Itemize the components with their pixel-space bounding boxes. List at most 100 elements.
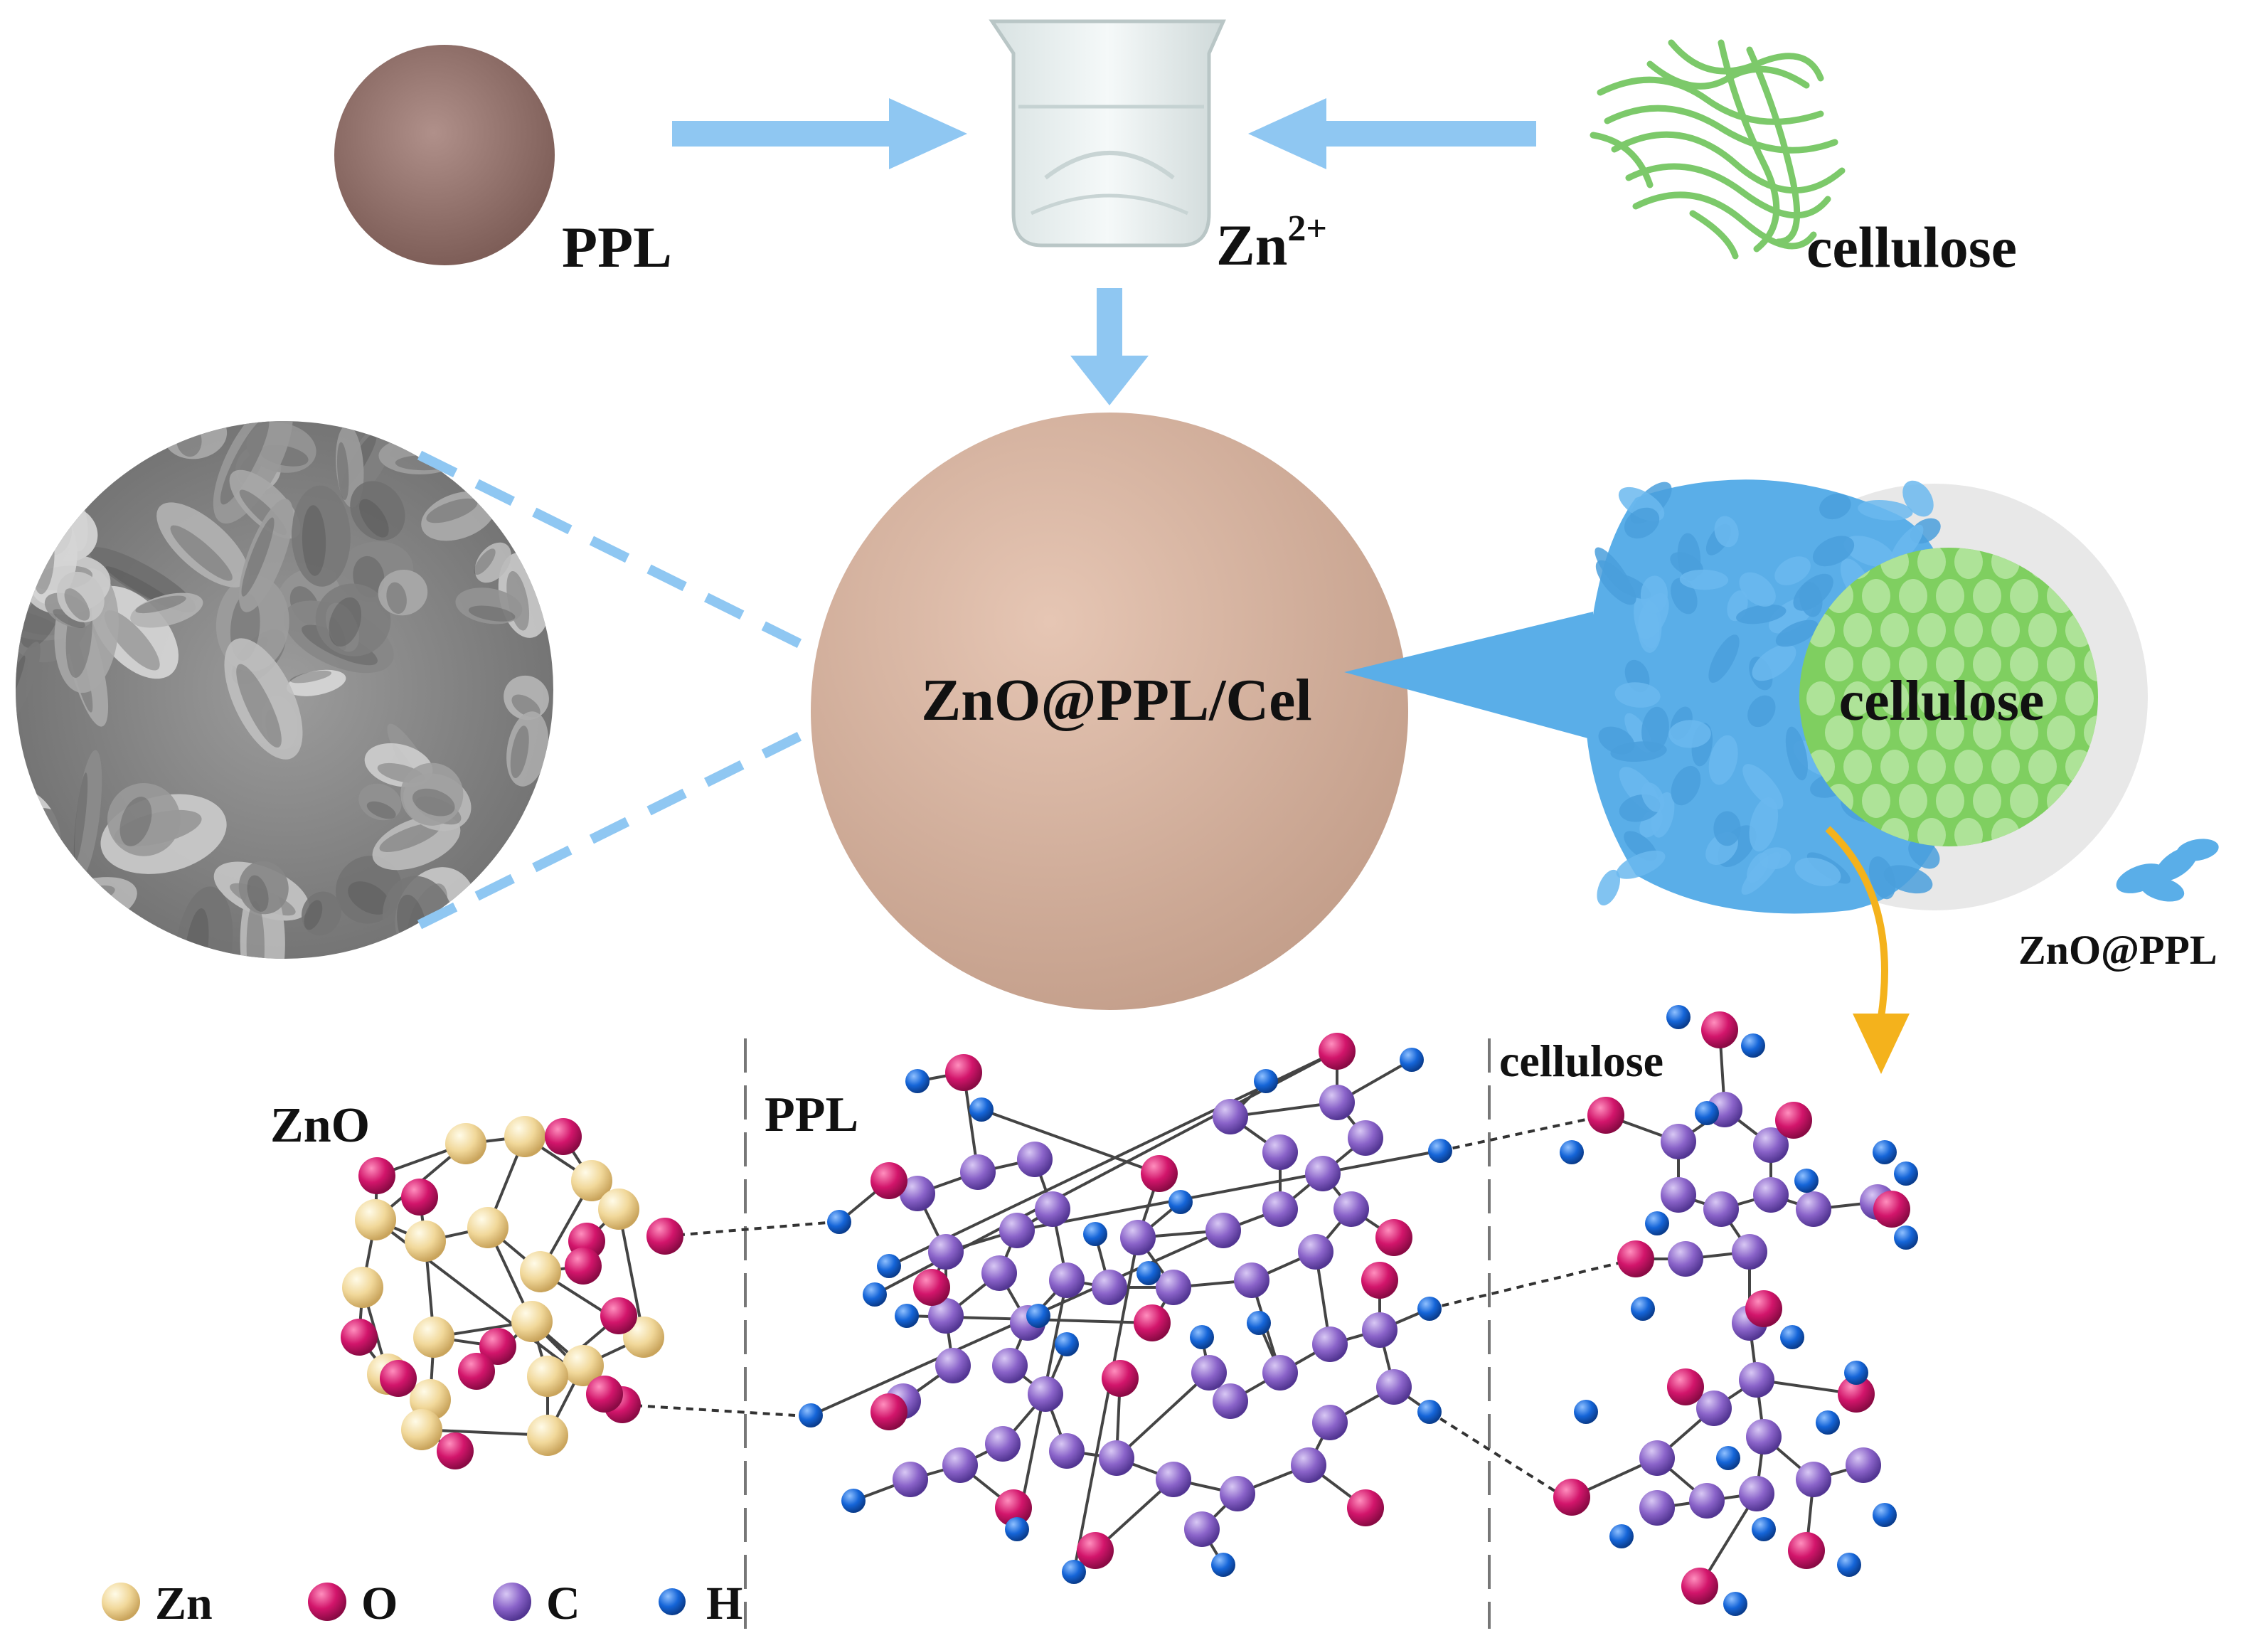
- legend-label: O: [361, 1578, 398, 1629]
- c-atom: [893, 1462, 928, 1497]
- o-atom: [341, 1319, 378, 1356]
- cellulose-fibril: [1862, 647, 1890, 681]
- h-atom: [1168, 1190, 1193, 1214]
- c-atom: [1262, 1134, 1298, 1170]
- composite-particle-icon: [811, 413, 1408, 1010]
- cellulose-fibril: [2084, 716, 2098, 750]
- sem-shadow: [289, 670, 332, 684]
- sem-flake: [336, 425, 364, 508]
- c-atom: [1846, 1447, 1881, 1483]
- cellulose-fibril: [1954, 750, 1983, 784]
- o-atom: [871, 1393, 907, 1430]
- cellulose-fibril: [2047, 716, 2075, 750]
- zn-atom: [355, 1199, 396, 1240]
- atoms: [341, 1005, 1918, 1616]
- o-atom: [1361, 1262, 1398, 1299]
- c-atom: [985, 1426, 1021, 1462]
- c-atom: [1017, 1142, 1053, 1177]
- sem-shadow: [36, 874, 83, 931]
- zno-flake: [1794, 857, 1841, 887]
- sem-flake: [107, 782, 181, 856]
- zno-flake: [1640, 575, 1668, 614]
- o-atom: [1775, 1102, 1812, 1139]
- cellulose-fibril: [2047, 647, 2075, 681]
- cellulose-fibril: [1936, 716, 1964, 750]
- beaker-icon: [989, 19, 1226, 248]
- zno-flake: [1749, 797, 1779, 852]
- zno-flake: [1641, 706, 1669, 753]
- c-atom: [1298, 1234, 1333, 1270]
- c-atom: [1191, 1355, 1227, 1391]
- c-atom: [1312, 1405, 1348, 1440]
- zno-flake: [1708, 735, 1738, 785]
- cellulose-fibril: [1991, 613, 2020, 647]
- o-atom: [646, 1218, 683, 1255]
- cellulose-core-label: cellulose: [1839, 670, 2045, 733]
- sem-flake: [57, 571, 105, 622]
- bond: [617, 1208, 645, 1338]
- sem-flake: [421, 491, 496, 541]
- c-atom: [900, 1176, 935, 1211]
- cellulose-fibril: [1917, 818, 1946, 846]
- c-atom: [1661, 1124, 1696, 1159]
- sem-shadow: [246, 900, 265, 959]
- h-atom: [1873, 1503, 1897, 1527]
- h-atom: [1816, 1410, 1840, 1435]
- c-atom: [1099, 1440, 1134, 1476]
- h-atom: [1083, 1222, 1107, 1246]
- zno-flake: [1858, 500, 1913, 521]
- h-atom: [1741, 1033, 1765, 1058]
- h-atom: [1400, 1048, 1424, 1072]
- sem-shadow: [16, 655, 26, 713]
- sem-flake: [130, 592, 203, 628]
- c-atom: [1234, 1262, 1269, 1298]
- sem-shadow: [302, 505, 326, 576]
- o-atom: [565, 1248, 602, 1285]
- zno-ppl-label: ZnO@PPL: [2018, 927, 2218, 973]
- c-atom: [1213, 1099, 1248, 1134]
- h-atom: [1666, 1005, 1691, 1029]
- h-atom: [1794, 1169, 1819, 1193]
- bond: [1016, 1149, 1441, 1232]
- zno-flake: [1624, 507, 1660, 539]
- cellulose-fibril: [1843, 613, 1872, 647]
- sem-shadow: [170, 525, 233, 581]
- zn-legend-swatch: [102, 1583, 140, 1621]
- zn-atom: [445, 1123, 486, 1164]
- zno-flake: [1890, 524, 1924, 565]
- sem-shadow: [412, 788, 455, 817]
- zno-flake: [1752, 644, 1796, 681]
- legend-label: H: [706, 1578, 742, 1629]
- h-atom: [1005, 1517, 1029, 1541]
- h-atom: [841, 1489, 866, 1513]
- o-atom: [913, 1269, 950, 1306]
- sem-flake: [238, 861, 289, 915]
- sem-shadow: [64, 588, 90, 621]
- zno-flake: [1713, 811, 1741, 846]
- zno-flake-icon: [2116, 839, 2219, 902]
- c-atom: [1796, 1191, 1831, 1227]
- sem-shadow: [468, 605, 516, 622]
- h-atom: [1254, 1069, 1278, 1093]
- c-atom: [1120, 1220, 1156, 1255]
- sem-shadow: [359, 499, 389, 538]
- o-atom: [1347, 1489, 1384, 1526]
- zn-atom: [405, 1221, 446, 1262]
- c-atom: [1703, 1191, 1739, 1227]
- o-atom: [1838, 1376, 1875, 1413]
- sem-shadow: [62, 421, 142, 442]
- zno-flake: [1812, 536, 1855, 567]
- zno-flake: [1843, 536, 1895, 568]
- cellulose-fibril: [1825, 716, 1853, 750]
- zn-atom: [520, 1251, 561, 1292]
- h-atom: [1894, 1225, 1918, 1250]
- zn-atom: [511, 1301, 553, 1342]
- c-atom: [1092, 1270, 1127, 1305]
- bond: [981, 1108, 1160, 1175]
- cellulose-fibril: [1973, 579, 2001, 613]
- h-atom: [877, 1254, 901, 1278]
- c-atom: [1333, 1191, 1369, 1227]
- c-atom: [1661, 1177, 1696, 1213]
- cellulose-fibril: [1899, 647, 1927, 681]
- o-atom: [1319, 1033, 1356, 1070]
